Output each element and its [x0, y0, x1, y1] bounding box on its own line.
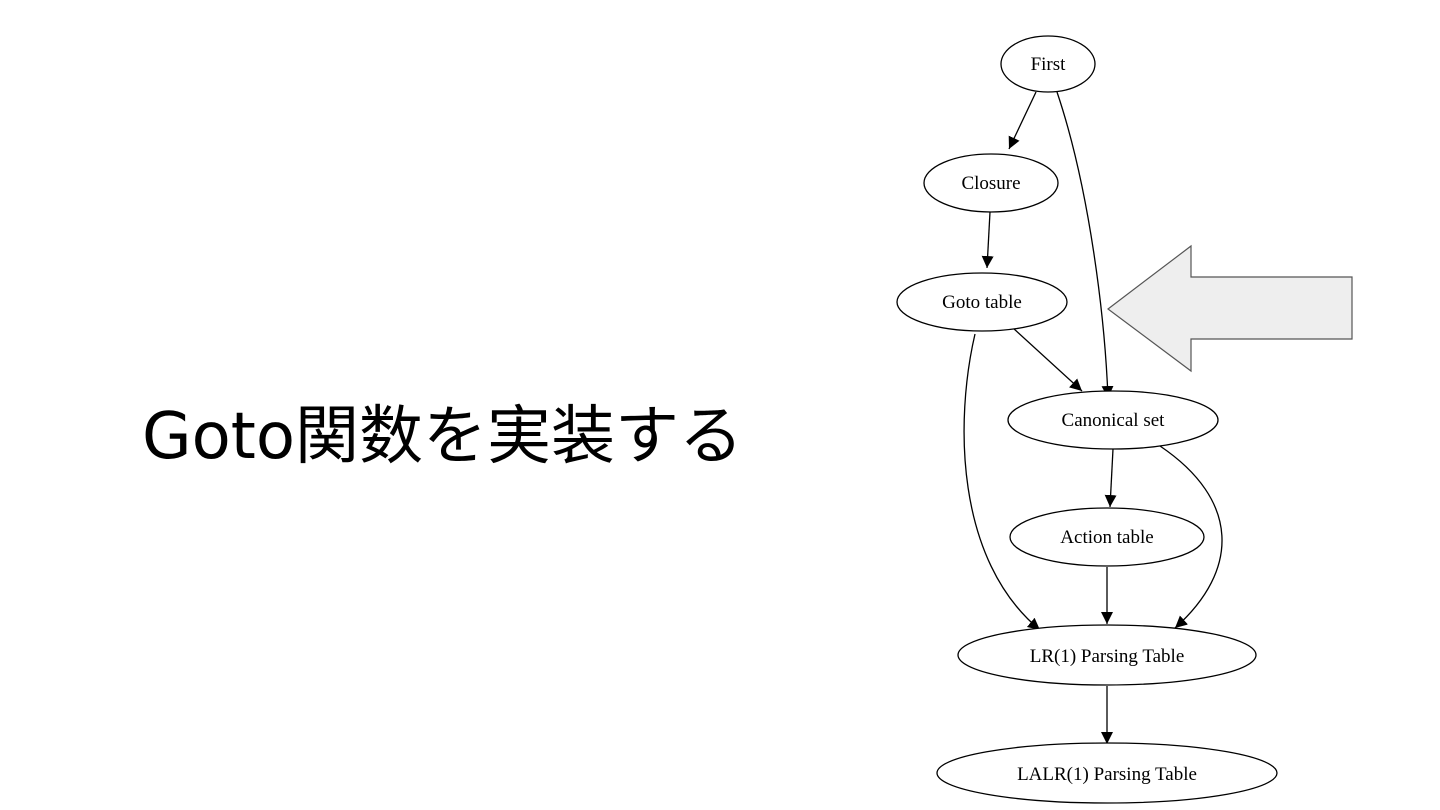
edge-canonical-action: [1104, 448, 1117, 508]
graph-node-first: First: [1000, 35, 1096, 93]
graph-node-lr1-table: LR(1) Parsing Table: [957, 624, 1257, 686]
node-label-lalr1-table: LALR(1) Parsing Table: [1017, 764, 1197, 785]
graph-node-lalr1-table: LALR(1) Parsing Table: [936, 742, 1278, 804]
node-label-goto-table: Goto table: [942, 292, 1022, 313]
graph-node-closure: Closure: [923, 153, 1059, 213]
node-label-first: First: [1031, 54, 1067, 75]
node-label-canonical-set: Canonical set: [1062, 410, 1166, 431]
node-label-closure: Closure: [961, 173, 1020, 194]
highlight-arrow-icon: [1107, 244, 1353, 373]
graph-edges: [963, 91, 1223, 744]
node-label-lr1-table: LR(1) Parsing Table: [1030, 646, 1185, 667]
edge-goto-lr1: [963, 333, 1041, 631]
node-label-action-table: Action table: [1060, 527, 1153, 548]
edge-first-canonical: [1056, 91, 1114, 399]
edge-first-closure: [1008, 91, 1037, 150]
edge-canonical-lr1: [1159, 445, 1223, 629]
slide-title: Goto関数を実装する: [142, 400, 743, 474]
graph-node-goto-table: Goto table: [896, 272, 1068, 332]
graph-node-action-table: Action table: [1009, 507, 1205, 567]
edge-goto-canonical: [1012, 327, 1083, 392]
edge-closure-goto: [981, 211, 994, 269]
graph-node-canonical-set: Canonical set: [1007, 390, 1219, 450]
